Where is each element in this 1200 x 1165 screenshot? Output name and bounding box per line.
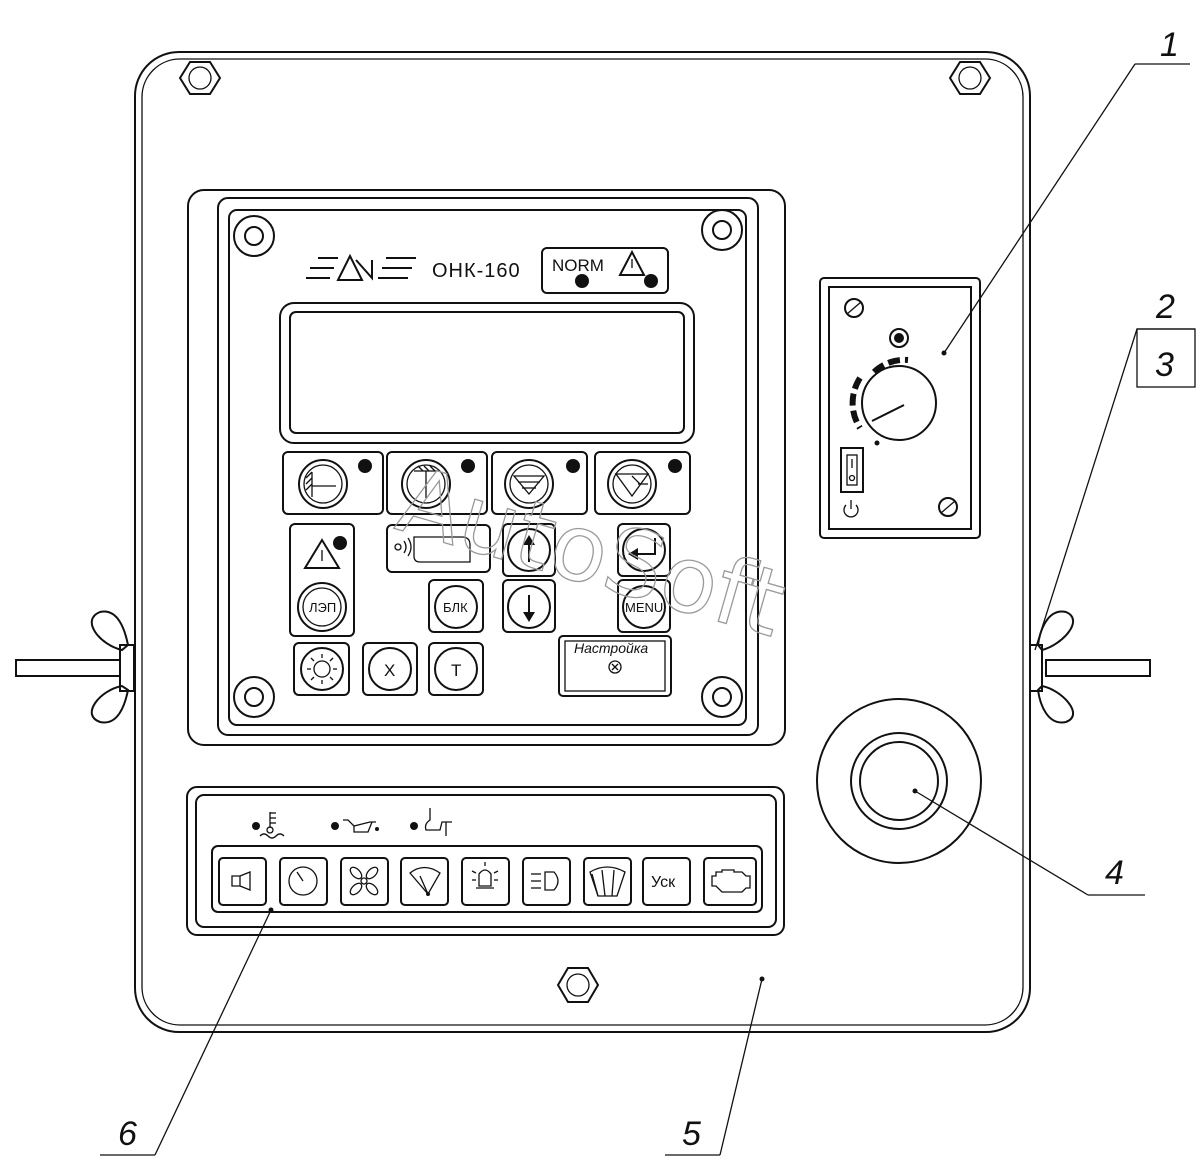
engine-icon <box>711 869 751 893</box>
light-button[interactable] <box>293 642 350 696</box>
strip-button-horn[interactable] <box>218 857 267 906</box>
strip-button-fan[interactable] <box>340 857 389 906</box>
fan-icon <box>349 866 379 896</box>
leader-lines <box>100 63 1196 1156</box>
wing-nut-icon <box>1029 610 1151 724</box>
strip-button-engine[interactable] <box>703 857 757 906</box>
outrigger-icon <box>512 475 546 496</box>
lcd-screen <box>279 302 695 444</box>
status-normal-led <box>575 274 589 288</box>
bolt-icon <box>844 298 864 318</box>
arrow-up-button[interactable] <box>502 523 556 577</box>
t-button[interactable]: T <box>428 642 484 696</box>
menu-button[interactable]: MENU <box>617 579 671 633</box>
boom-vertical-icon <box>414 465 440 498</box>
model-label: ОНК-160 <box>432 260 521 282</box>
strip-button-wiper[interactable] <box>400 857 449 906</box>
status-warning-led <box>644 274 658 288</box>
warning-led <box>333 536 347 550</box>
air-pressure-led <box>410 822 418 830</box>
lep-label: ЛЭП <box>309 600 336 615</box>
settings-button[interactable]: Настройка <box>558 635 672 697</box>
bolt-icon <box>948 61 992 95</box>
horn-icon <box>394 536 471 563</box>
x-label: X <box>384 661 395 680</box>
manufacturer-logo <box>306 253 416 281</box>
round-lamp <box>816 698 982 864</box>
t-label: T <box>451 661 461 680</box>
blk-button[interactable]: БЛК <box>428 579 484 633</box>
speedometer-icon <box>288 866 318 896</box>
lep-button[interactable]: ЛЭП <box>297 582 347 632</box>
panel-inner-edge <box>141 58 1024 1026</box>
air-pressure-icon <box>424 808 452 836</box>
beacon-icon <box>471 862 499 889</box>
warning-block <box>289 523 355 637</box>
onk-160-unit <box>187 189 786 746</box>
strip-button-speedometer[interactable] <box>279 857 328 906</box>
x-button[interactable]: X <box>362 642 418 696</box>
arrow-down-icon <box>523 595 535 622</box>
mode-button-boom-vertical[interactable] <box>386 451 488 515</box>
wiper-icon <box>409 866 441 896</box>
menu-label: MENU <box>625 600 663 615</box>
enter-button[interactable] <box>617 523 671 577</box>
coolant-temp-icon <box>259 812 285 839</box>
bolt-icon <box>178 61 222 95</box>
mode-button-boom-angle[interactable] <box>282 451 384 515</box>
strip-button-headlight[interactable] <box>522 857 571 906</box>
mode-button-outrigger[interactable] <box>491 451 588 515</box>
arrow-up-icon <box>523 535 535 562</box>
status-indicator: NORM <box>541 247 669 294</box>
sound-button[interactable] <box>386 524 491 573</box>
callout-2: 2 <box>1155 288 1175 326</box>
status-normal-label: NORM <box>552 256 604 275</box>
strip-button-beacon[interactable] <box>461 857 510 906</box>
rotary-knob-icon[interactable] <box>849 356 937 446</box>
power-icon <box>843 500 859 518</box>
strip-button-accelerator[interactable]: Уск <box>642 857 691 906</box>
bolt-icon <box>938 497 958 517</box>
warning-icon <box>303 538 341 569</box>
panel-outer <box>134 51 1031 1033</box>
strip-button-windshield-wiper[interactable] <box>583 857 632 906</box>
light-icon <box>307 654 337 684</box>
boom-angle-icon <box>305 471 336 497</box>
horn-icon <box>231 871 251 891</box>
wing-nut-icon <box>15 610 135 724</box>
oil-pressure-icon <box>343 819 379 833</box>
mode-button-level[interactable] <box>594 451 691 515</box>
callout-1: 1 <box>1160 26 1179 64</box>
warning-icon <box>618 249 646 276</box>
bolt-icon <box>556 967 600 1003</box>
level-icon <box>614 473 650 498</box>
callout-6: 6 <box>118 1115 137 1153</box>
callout-4: 4 <box>1105 854 1124 892</box>
coolant-led <box>252 822 260 830</box>
oil-pressure-led <box>331 822 339 830</box>
switch-block <box>819 277 981 539</box>
callout-5: 5 <box>682 1115 701 1153</box>
settings-label: Настройка <box>574 640 648 656</box>
wiper-icon <box>589 866 626 897</box>
indicator-led <box>889 328 909 348</box>
blk-label: БЛК <box>443 600 468 615</box>
arrow-down-button[interactable] <box>502 579 556 633</box>
toggle-switch-icon[interactable] <box>840 447 864 493</box>
headlight-icon <box>531 871 559 891</box>
callout-3: 3 <box>1155 346 1174 384</box>
enter-icon <box>628 538 656 560</box>
control-strip <box>186 786 785 936</box>
usk-label: Уск <box>651 874 676 891</box>
